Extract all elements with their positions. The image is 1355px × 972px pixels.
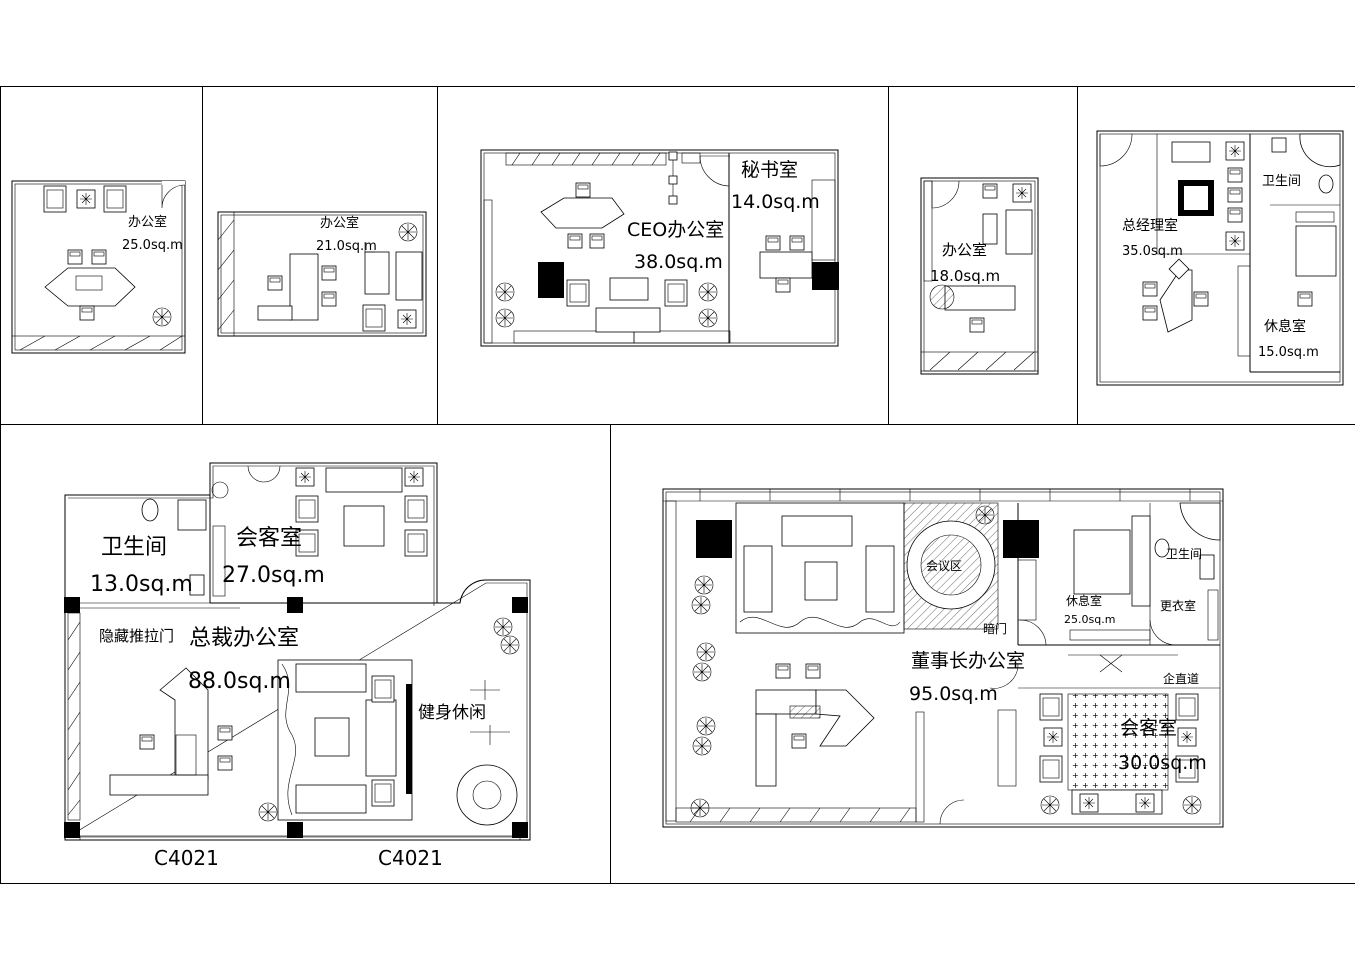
p6-guest-area-label: 27.0sq.m [222, 563, 325, 588]
p7-closet-label: 更衣室 [1160, 598, 1196, 613]
p6-wc-label: 卫生间 [101, 535, 167, 560]
p4-room-label: 办公室 [942, 241, 987, 259]
p4-area-label: 18.0sq.m [930, 267, 1000, 285]
p7-hidden-door-label: 暗门 [983, 621, 1007, 636]
p6-door-label: 隐藏推拉门 [99, 627, 174, 645]
p7-main-area-label: 95.0sq.m [909, 683, 998, 705]
p6-gym-label: 健身休闲 [418, 703, 486, 723]
p5-rest-label: 休息室 [1264, 318, 1306, 335]
p7-rest-area-label: 25.0sq.m [1064, 613, 1115, 626]
p5-area-label: 35.0sq.m [1122, 244, 1183, 259]
p7-main-label: 董事长办公室 [911, 650, 1025, 672]
p2-room-label: 办公室 [320, 215, 359, 231]
p5-rest-area-label: 15.0sq.m [1258, 345, 1319, 360]
p5-wc-label: 卫生间 [1262, 174, 1301, 189]
p1-room-label: 办公室 [128, 214, 167, 230]
plan-chairman-office: 会议区 卫生间 休息室 25.0sq.m 更衣室 暗门 董事长办公室 95.0s… [663, 489, 1223, 827]
plan-president-office: 卫生间 13.0sq.m 会客室 27.0sq.m 隐藏推拉门 总裁办公室 88… [64, 463, 530, 870]
p3-room2-label: 秘书室 [741, 159, 798, 181]
p1-area-label: 25.0sq.m [122, 238, 183, 253]
p6-main-area-label: 88.0sq.m [188, 669, 291, 694]
plan-office-4: 办公室 18.0sq.m [921, 178, 1038, 374]
p2-area-label: 21.0sq.m [316, 239, 377, 254]
plan-ceo-office: CEO办公室 38.0sq.m 秘书室 14.0sq.m [481, 150, 839, 346]
p3-area-label: 38.0sq.m [634, 251, 723, 273]
plan-office-2: 办公室 21.0sq.m [218, 212, 426, 336]
p6-main-label: 总裁办公室 [189, 626, 299, 651]
plan-general-manager: 总经理室 35.0sq.m 卫生间 休息室 15.0sq.m [1097, 131, 1343, 385]
p6-window2-label: C4021 [378, 846, 443, 870]
p6-wc-area-label: 13.0sq.m [90, 572, 193, 597]
p5-room-label: 总经理室 [1122, 217, 1178, 234]
p7-wc-label: 卫生间 [1166, 547, 1202, 561]
p7-rest-label: 休息室 [1066, 593, 1102, 608]
p7-meeting-label: 会议区 [926, 559, 962, 573]
p7-corridor-label: 企直道 [1163, 671, 1199, 686]
p3-room-label: CEO办公室 [627, 219, 724, 241]
p6-guest-label: 会客室 [236, 526, 302, 551]
plan-office-1: 办公室 25.0sq.m [12, 181, 185, 353]
p6-window1-label: C4021 [154, 846, 219, 870]
p7-guest-label: 会客室 [1120, 717, 1177, 739]
p7-guest-area-label: 30.0sq.m [1118, 752, 1207, 774]
p3-area2-label: 14.0sq.m [731, 191, 820, 213]
